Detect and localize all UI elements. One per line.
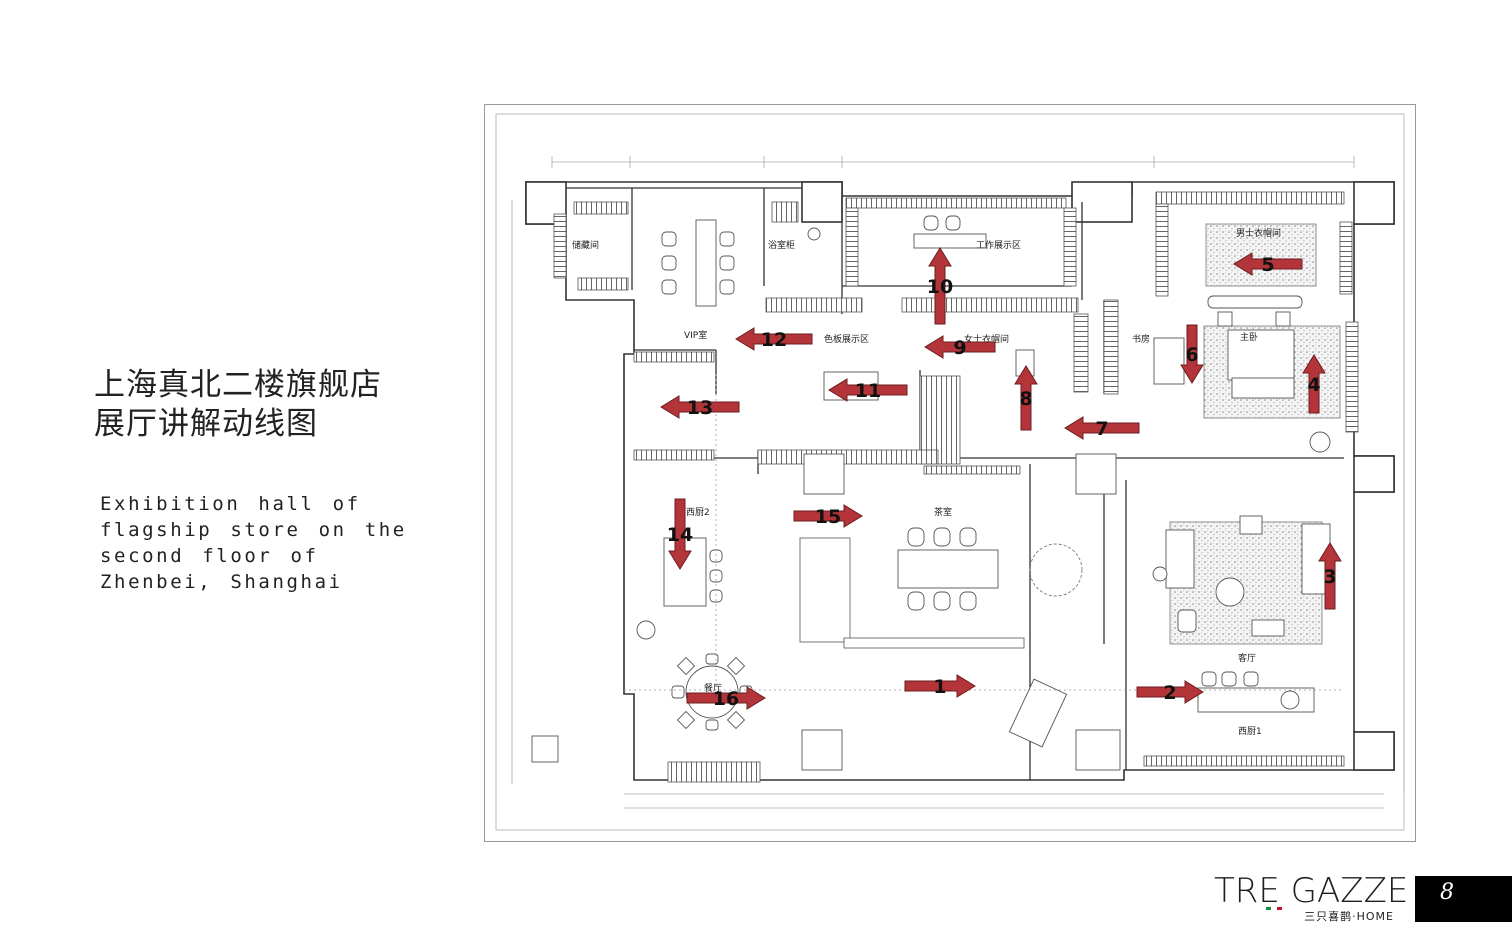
route-arrow-6 bbox=[1180, 324, 1204, 384]
room-label-bathroom-cabinet: 浴室柜 bbox=[768, 239, 795, 251]
route-arrow-5 bbox=[1233, 252, 1303, 276]
route-arrow-label-12: 12 bbox=[761, 329, 787, 351]
route-arrow-label-10: 10 bbox=[927, 276, 953, 298]
brand-logo: TRE GAZZE 三只喜鹊·HOME bbox=[1214, 872, 1408, 924]
route-arrow-label-6: 6 bbox=[1185, 344, 1198, 366]
route-arrow-label-7: 7 bbox=[1095, 418, 1108, 440]
route-arrow-label-5: 5 bbox=[1261, 254, 1274, 276]
route-arrow-12 bbox=[735, 327, 813, 351]
room-label-tea-room: 茶室 bbox=[934, 506, 952, 518]
room-label-color-board: 色板展示区 bbox=[824, 333, 869, 345]
route-arrow-label-9: 9 bbox=[953, 337, 966, 359]
route-arrow-15 bbox=[793, 504, 863, 528]
mens-closet-rug bbox=[1205, 223, 1317, 287]
route-arrow-13 bbox=[660, 395, 740, 419]
route-arrow-label-3: 3 bbox=[1323, 566, 1336, 588]
room-label-kitchen1: 西厨1 bbox=[1238, 726, 1262, 737]
closets bbox=[553, 191, 1359, 783]
route-arrow-label-13: 13 bbox=[687, 397, 713, 419]
dimension-lines bbox=[511, 156, 1405, 809]
route-arrow-14 bbox=[668, 498, 692, 570]
route-arrow-2 bbox=[1136, 680, 1204, 704]
floor-plan-drawing: 储藏间 浴室柜 工作展示区 男士衣帽间 VIP室 色板展示区 女士衣帽间 书房 … bbox=[484, 104, 1416, 842]
brand-subtitle: 三只喜鹊·HOME bbox=[1304, 910, 1394, 923]
floor-plan: 储藏间 浴室柜 工作展示区 男士衣帽间 VIP室 色板展示区 女士衣帽间 书房 … bbox=[484, 104, 1416, 842]
furniture bbox=[531, 215, 1331, 771]
title-cn-line-2: 展厅讲解动线图 bbox=[94, 406, 318, 442]
room-label-master-bed: 主卧 bbox=[1240, 331, 1258, 343]
route-arrow-10 bbox=[928, 247, 952, 325]
route-arrow-4 bbox=[1302, 354, 1326, 414]
room-label-mens-closet: 男士衣帽间 bbox=[1236, 227, 1281, 239]
route-arrow-label-4: 4 bbox=[1307, 374, 1320, 396]
route-arrow-11 bbox=[828, 378, 908, 402]
room-label-kitchen2: 西厨2 bbox=[686, 507, 710, 518]
page-title-cn: 上海真北二楼旗舰店 展厅讲解动线图 bbox=[94, 366, 382, 444]
page-number-box: 8 bbox=[1415, 876, 1512, 922]
room-label-dining: 餐厅 bbox=[704, 682, 722, 694]
page-number: 8 bbox=[1440, 880, 1454, 905]
route-arrow-label-8: 8 bbox=[1019, 388, 1032, 410]
route-arrow-label-1: 1 bbox=[933, 676, 946, 698]
route-arrow-label-16: 16 bbox=[713, 688, 739, 710]
route-arrow-3 bbox=[1318, 542, 1342, 610]
brand-wordmark: TRE GAZZE bbox=[1214, 871, 1409, 911]
route-arrow-1 bbox=[904, 674, 976, 698]
route-arrow-label-14: 14 bbox=[667, 524, 693, 546]
room-label-vip: VIP室 bbox=[684, 329, 707, 341]
room-label-storage: 储藏间 bbox=[572, 239, 599, 251]
room-label-work-display: 工作展示区 bbox=[976, 239, 1021, 251]
route-arrow-label-15: 15 bbox=[815, 506, 841, 528]
route-arrow-7 bbox=[1064, 416, 1140, 440]
route-arrow-8 bbox=[1014, 365, 1038, 431]
brand-italian-flag bbox=[1266, 895, 1282, 910]
page-title-en: Exhibition hall of flagship store on the… bbox=[100, 493, 407, 593]
title-cn-line-1: 上海真北二楼旗舰店 bbox=[94, 367, 382, 403]
route-arrow-label-11: 11 bbox=[855, 380, 881, 402]
route-arrow-16 bbox=[686, 686, 766, 710]
room-label-study: 书房 bbox=[1132, 333, 1150, 345]
route-arrow-9 bbox=[924, 335, 996, 359]
room-label-living-room: 客厅 bbox=[1238, 652, 1256, 664]
route-arrow-label-2: 2 bbox=[1163, 682, 1176, 704]
